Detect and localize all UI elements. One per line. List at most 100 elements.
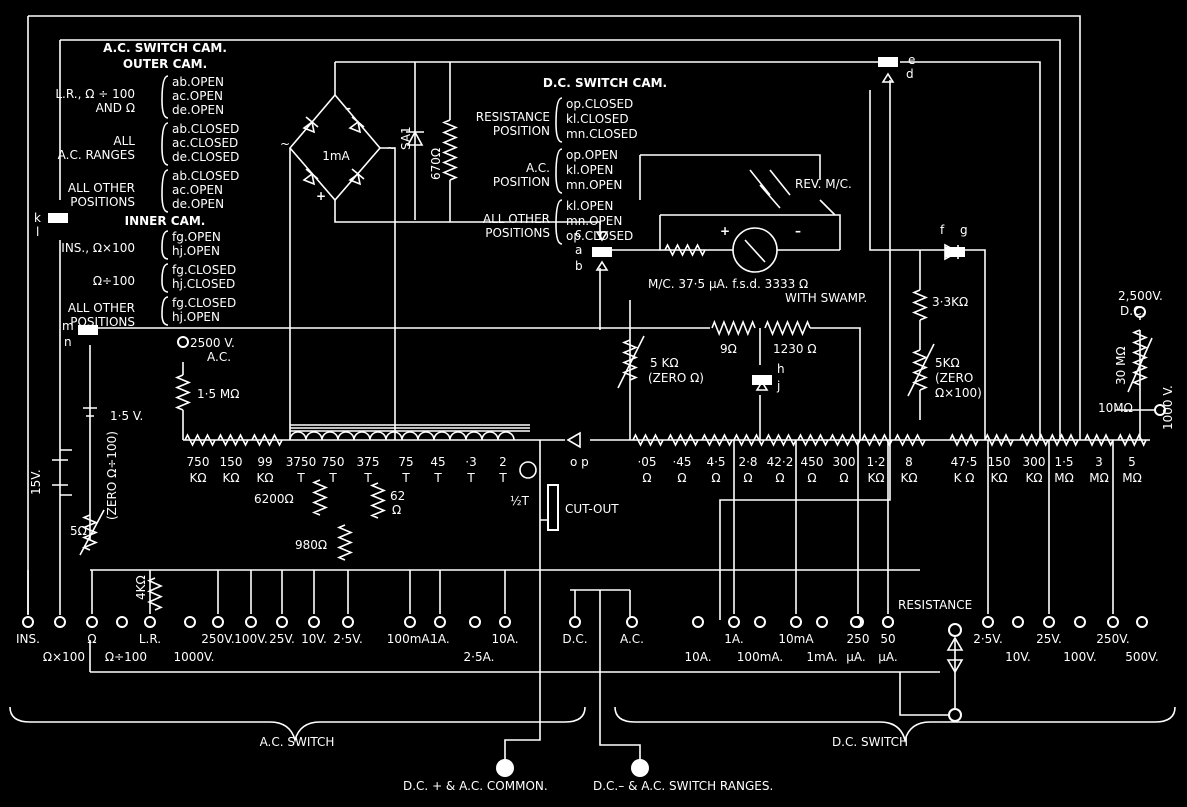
ac-chain-unit: KΩ <box>222 471 239 485</box>
cam-label: L.R., Ω ÷ 100 <box>55 87 135 101</box>
r6200: 6200Ω <box>254 492 294 506</box>
terminal-label: 100mA. <box>737 650 783 664</box>
ac-chain-value: 2 <box>499 455 507 469</box>
terminal-label: 25V. <box>1036 632 1062 646</box>
cam-state: fg.CLOSED <box>172 263 236 277</box>
cam-state: fg.OPEN <box>172 230 221 244</box>
terminal-label: D.C. <box>562 632 587 646</box>
dcac-selector <box>570 589 631 620</box>
cam-g: g <box>960 223 968 237</box>
dc-chain-resistor <box>733 433 765 447</box>
hv-chain-unit: MΩ <box>1054 471 1074 485</box>
socket-dc-plus[interactable] <box>496 759 514 777</box>
r62a: 62 <box>390 489 405 503</box>
range-terminal <box>86 616 98 628</box>
cam-label: ALL OTHER <box>483 212 550 226</box>
cam-label: A.C. RANGES <box>58 148 135 162</box>
r4k: 4KΩ <box>134 575 148 600</box>
pot5: 5Ω <box>70 524 87 538</box>
range-terminal <box>54 616 66 628</box>
meter-needle <box>744 239 766 263</box>
meter-swamp-resistor <box>664 243 706 257</box>
r15m: 1·5 MΩ <box>197 387 239 401</box>
resistance-terminal <box>948 623 962 637</box>
meter-circle <box>732 227 778 273</box>
hv-chain-unit: KΩ <box>990 471 1007 485</box>
ac-chain-value: 75 <box>398 455 413 469</box>
terminal-label: μA. <box>846 650 865 664</box>
cam-state: hj.OPEN <box>172 310 220 324</box>
dc-switch-label: D.C. SWITCH <box>832 735 908 749</box>
dc-chain-unit: Ω <box>839 471 848 485</box>
bridge-plus: + <box>316 189 326 203</box>
hv-chain-resistor <box>1049 433 1079 447</box>
dc-chain-unit: Ω <box>807 471 816 485</box>
terminal-label: 250V. <box>1096 632 1129 646</box>
range-terminal <box>754 616 766 628</box>
transformer-core <box>290 424 530 432</box>
cam-brace <box>161 169 169 213</box>
cam-b: b <box>575 259 583 273</box>
mode-terminal <box>569 616 581 628</box>
terminal-label: L.R. <box>139 632 161 646</box>
cam-e: e <box>908 53 915 67</box>
terminal-label: 2·5V. <box>973 632 1003 646</box>
terminal-label: 100V. <box>234 632 267 646</box>
range-terminal <box>144 616 156 628</box>
ac-chain-unit: KΩ <box>189 471 206 485</box>
socket-dc-minus[interactable] <box>631 759 649 777</box>
r1230-label: 1230 Ω <box>773 342 817 356</box>
resistor-chain: 750KΩ150KΩ99KΩ3750T750T375T75T45T·3T2T·0… <box>184 433 1147 485</box>
range-terminal <box>1107 616 1119 628</box>
cam-k: k <box>34 211 41 225</box>
cam-state: mn.OPEN <box>566 214 622 228</box>
ac-cam-title: A.C. SWITCH CAM. <box>103 41 227 55</box>
dc-chain-unit: Ω <box>677 471 686 485</box>
range-terminal <box>22 616 34 628</box>
range-terminal <box>245 616 257 628</box>
resistance-return <box>899 672 955 716</box>
range-terminal <box>212 616 224 628</box>
dc-chain-unit: Ω <box>642 471 651 485</box>
batt15: 1·5 V. <box>110 409 143 423</box>
terminal-label: 10V. <box>1005 650 1031 664</box>
mode-terminal <box>626 616 638 628</box>
range-terminal <box>499 616 511 628</box>
zero-pot-label: 5 KΩ <box>650 356 679 370</box>
v2500ac: 2500 V. <box>190 336 235 350</box>
op-diode <box>566 431 581 449</box>
range-terminal <box>434 616 446 628</box>
terminal-label: 10V. <box>301 632 327 646</box>
r6200-resistor <box>311 479 329 516</box>
ac-chain-unit: KΩ <box>256 471 273 485</box>
cutout-contact <box>547 484 559 531</box>
dc-chain-value: 300 <box>833 455 856 469</box>
dc-chain-resistor <box>829 433 861 447</box>
terminal-label: 100mA. <box>387 632 433 646</box>
ac-chain-value: 99 <box>257 455 272 469</box>
cam-state: kl.OPEN <box>566 163 613 177</box>
range-terminal <box>692 616 704 628</box>
terminal-label: 1A. <box>430 632 449 646</box>
terminal-label: 500V. <box>1125 650 1158 664</box>
ac-chain-unit: T <box>296 471 305 485</box>
r30m-resistor <box>1127 329 1153 393</box>
ac-switch-label: A.C. SWITCH <box>260 735 335 749</box>
cam-n: n <box>64 335 72 349</box>
cam-brace <box>555 148 563 194</box>
cam-label: POSITIONS <box>485 226 550 240</box>
ac-chain-unit: T <box>498 471 507 485</box>
r33k-resistor <box>911 289 929 321</box>
cam-label: RESISTANCE <box>476 110 550 124</box>
battery-cells <box>52 407 97 496</box>
cam-contact <box>48 213 68 223</box>
cam-label: POSITION <box>493 175 550 189</box>
range-terminal <box>982 616 994 628</box>
cam-brace <box>161 296 169 326</box>
dc-chain-value: 42·2 <box>767 455 794 469</box>
zero-pot-note: (ZERO Ω) <box>648 371 704 385</box>
cam-contact <box>878 57 898 67</box>
terminal-label: 1mA. <box>806 650 837 664</box>
